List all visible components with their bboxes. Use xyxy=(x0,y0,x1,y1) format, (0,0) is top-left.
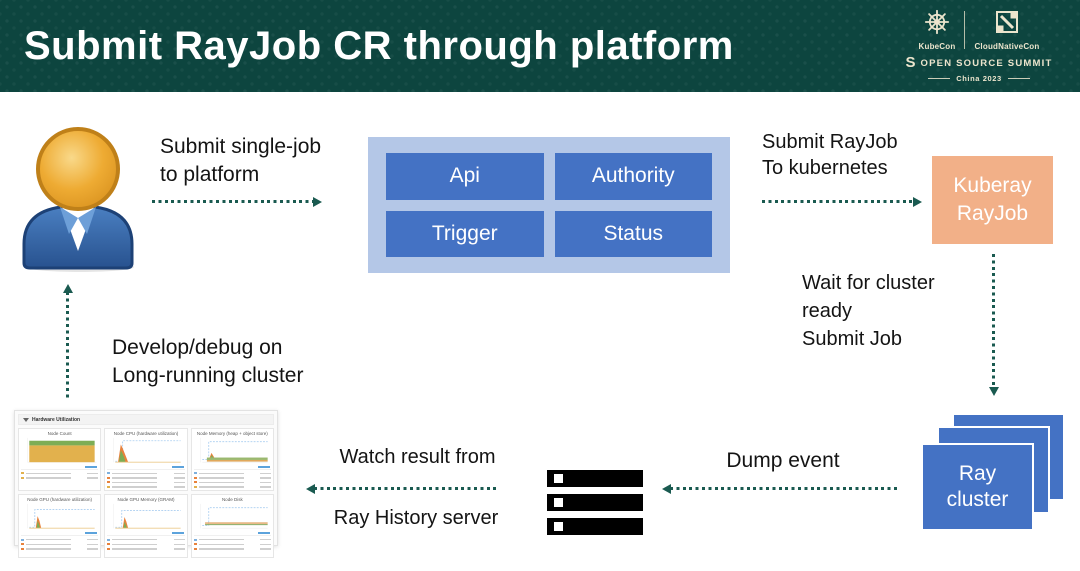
open-source-summit-logo: S OPEN SOURCE SUMMIT xyxy=(890,54,1068,71)
panel-node-count: Node Count xyxy=(18,428,102,492)
server-bar xyxy=(547,518,643,535)
summit-s-icon: S xyxy=(905,54,916,71)
event-label: China 2023 xyxy=(956,74,1002,83)
panel-legend xyxy=(193,469,271,489)
panel-link xyxy=(258,466,270,468)
submit-rayjob-label: Submit RayJob To kubernetes xyxy=(762,131,898,179)
develop-debug-label: Develop/debug on Long-running cluster xyxy=(112,336,304,387)
panel-link xyxy=(171,532,184,535)
dashboard-grid: Node Count Node CPU (hardware utilizatio… xyxy=(18,428,274,558)
dashboard-section-row: Hardware Utilization xyxy=(18,414,274,425)
panel-node-gpu: Node GPU (hardware utilization) xyxy=(18,494,102,558)
dump-event-label: Dump event xyxy=(726,449,840,472)
panel-legend xyxy=(193,535,271,554)
kubecon-label: KubeCon xyxy=(918,42,956,51)
server-bar xyxy=(547,470,643,487)
panel-link xyxy=(85,532,98,535)
slide-header: Submit RayJob CR through platform xyxy=(0,0,1080,92)
event-logo-block: KubeCon CloudNativeCo xyxy=(890,9,1068,83)
node-gpu-chart xyxy=(27,504,95,529)
dashboard-section-title: Hardware Utilization xyxy=(32,416,81,423)
panel-legend xyxy=(107,469,185,489)
platform-box: Api Authority Trigger Status xyxy=(368,137,730,273)
conference-logos: KubeCon CloudNativeCo xyxy=(890,9,1068,51)
arrow-server-to-dashboard xyxy=(314,487,496,490)
node-disk-chart xyxy=(199,504,268,529)
kuberay-rayjob-box: Kuberay RayJob xyxy=(932,156,1053,244)
arrow-kuberay-to-raycluster xyxy=(992,254,995,388)
kubernetes-helm-icon xyxy=(924,9,950,40)
history-server-icon xyxy=(547,470,643,542)
submit-single-job-label: Submit single-job to platform xyxy=(160,135,322,186)
arrow-dashboard-to-user xyxy=(66,292,69,398)
page-title: Submit RayJob CR through platform xyxy=(24,23,734,68)
user-icon xyxy=(16,120,140,277)
panel-legend xyxy=(107,535,185,554)
ray-history-server-label: Ray History server xyxy=(333,507,499,529)
event-edition: China 2023 xyxy=(890,74,1068,83)
right-rule xyxy=(1007,78,1030,79)
panel-legend xyxy=(21,535,99,554)
arrow-platform-to-kuberay xyxy=(762,200,914,203)
node-count-chart xyxy=(27,437,97,463)
node-gpu-memory-chart xyxy=(113,504,181,529)
arrow-raycluster-to-server xyxy=(670,487,898,490)
panel-node-disk: Node Disk xyxy=(190,494,274,558)
logo-divider xyxy=(964,11,966,49)
cloudnativecon-icon xyxy=(994,9,1020,40)
panel-node-cpu: Node CPU (hardware utilization) xyxy=(104,428,188,492)
node-cpu-chart xyxy=(113,437,181,463)
server-bar xyxy=(547,494,643,511)
platform-cell-api: Api xyxy=(386,153,544,200)
platform-cell-trigger: Trigger xyxy=(386,210,544,257)
cloudnativecon-logo: CloudNativeCon xyxy=(974,9,1039,51)
left-rule xyxy=(928,78,951,79)
panel-link xyxy=(171,466,184,468)
node-memory-chart xyxy=(199,437,268,463)
platform-cell-status: Status xyxy=(554,210,712,257)
grafana-dashboard-screenshot: Hardware Utilization Node Count Node CPU xyxy=(14,410,278,558)
watch-result-label: Watch result from xyxy=(339,446,496,468)
cloudnativecon-label: CloudNativeCon xyxy=(974,42,1040,51)
panel-link xyxy=(258,532,270,535)
platform-cell-authority: Authority xyxy=(554,153,712,200)
panel-legend xyxy=(21,469,99,488)
wait-for-cluster-label: Wait for cluster ready Submit Job xyxy=(802,272,935,350)
ray-cluster-box-front: Ray cluster xyxy=(921,443,1034,531)
kubecon-logo: KubeCon xyxy=(919,9,956,51)
arrow-user-to-platform xyxy=(152,200,314,203)
panel-node-gpu-memory: Node GPU Memory (GRAM) xyxy=(104,494,188,558)
collapse-caret-icon xyxy=(23,417,29,422)
panel-link xyxy=(85,466,98,468)
summit-label: OPEN SOURCE SUMMIT xyxy=(920,57,1053,69)
panel-node-memory: Node Memory (heap + object store) xyxy=(190,428,274,492)
